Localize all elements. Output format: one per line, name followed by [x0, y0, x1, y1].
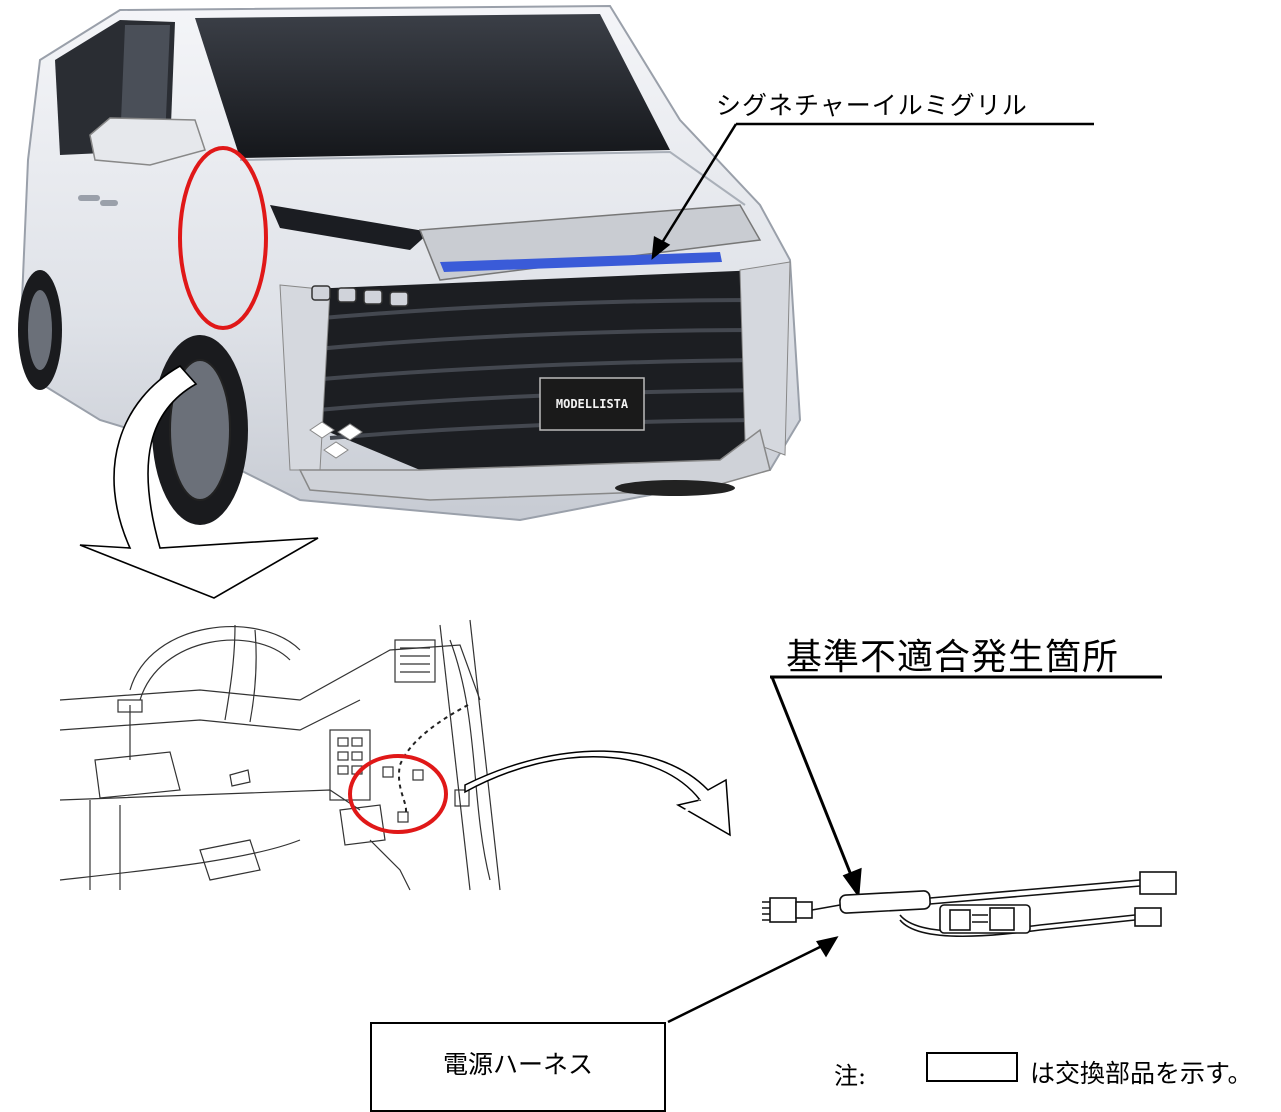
note-label: 注:: [834, 1062, 867, 1090]
grille-illumination-bar: [440, 252, 722, 272]
license-plate-text: MODELLISTA: [556, 397, 629, 411]
grille-label: シグネチャーイルミグリル: [716, 91, 1028, 120]
power-harness-part: [762, 871, 1177, 937]
power-harness-label: 電源ハーネス: [442, 1050, 593, 1079]
license-plate: [539, 377, 645, 431]
interior-line-drawing: [59, 619, 501, 891]
curved-arrow-down-icon: [79, 364, 319, 599]
note-text: は交換部品を示す。: [1030, 1059, 1253, 1088]
noncompliance-location-label: 基準不適合発生箇所: [786, 637, 1120, 678]
harness-label-leader: [667, 936, 839, 1024]
fender-highlight-ellipse: [178, 146, 268, 330]
harness-location-highlight-ellipse: [348, 754, 448, 834]
vehicle-illustration: MODELLISTA: [18, 4, 802, 525]
curved-arrow-right-icon: [464, 750, 731, 837]
legend-replacement-box: [926, 1052, 1018, 1082]
harness-route-dotted-line: [397, 704, 469, 816]
noncompliance-callout-leader: [770, 675, 1162, 899]
grille-callout-leader: [651, 122, 1094, 260]
